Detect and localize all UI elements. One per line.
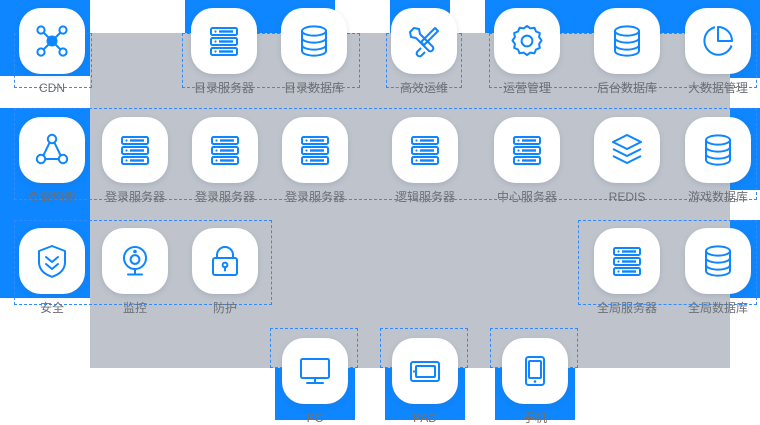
node-label: 全局数据库 bbox=[687, 301, 748, 315]
node-label: PC bbox=[306, 411, 324, 425]
server-rack-icon bbox=[191, 8, 257, 74]
database-cylinder-icon bbox=[594, 8, 660, 74]
node-label: 运营管理 bbox=[502, 81, 551, 95]
load-balancer-icon bbox=[19, 117, 85, 183]
wrench-screwdriver-icon bbox=[391, 8, 457, 74]
group-box-directory bbox=[182, 33, 360, 88]
node-client-mobile[interactable]: 手机 bbox=[498, 338, 572, 425]
node-monitor[interactable]: 监控 bbox=[98, 228, 172, 315]
node-login-server-1[interactable]: 登录服务器 bbox=[98, 117, 172, 204]
database-cylinder-icon bbox=[685, 228, 751, 294]
group-box-global bbox=[578, 220, 757, 305]
node-global-server[interactable]: 全局服务器 bbox=[590, 228, 664, 315]
node-label: 大数据管理 bbox=[687, 81, 748, 95]
node-label: 登录服务器 bbox=[104, 190, 165, 204]
node-load-balance[interactable]: 负载均衡 bbox=[15, 117, 89, 204]
node-dir-server[interactable]: 目录服务器 bbox=[187, 8, 261, 95]
node-security[interactable]: 安全 bbox=[15, 228, 89, 315]
node-label: 逻辑服务器 bbox=[394, 190, 455, 204]
node-redis[interactable]: REDIS bbox=[590, 117, 664, 204]
server-rack-icon bbox=[192, 117, 258, 183]
group-box-logic bbox=[14, 108, 757, 200]
node-label: 目录服务器 bbox=[193, 81, 254, 95]
node-game-database[interactable]: 游戏数据库 bbox=[681, 117, 755, 204]
node-login-server-3[interactable]: 登录服务器 bbox=[278, 117, 352, 204]
desktop-monitor-icon bbox=[282, 338, 348, 404]
node-label: 手机 bbox=[522, 411, 547, 425]
server-rack-icon bbox=[392, 117, 458, 183]
node-label: 后台数据库 bbox=[596, 81, 657, 95]
node-label: 高效运维 bbox=[399, 81, 448, 95]
node-label: 中心服务器 bbox=[496, 190, 557, 204]
server-rack-icon bbox=[494, 117, 560, 183]
server-rack-icon bbox=[594, 228, 660, 294]
server-rack-icon bbox=[282, 117, 348, 183]
node-center-server[interactable]: 中心服务器 bbox=[490, 117, 564, 204]
group-box-security bbox=[14, 220, 272, 305]
node-label: 安全 bbox=[39, 301, 64, 315]
node-client-pad[interactable]: PAD bbox=[388, 338, 462, 425]
lock-icon bbox=[192, 228, 258, 294]
smartphone-icon bbox=[502, 338, 568, 404]
node-dir-database[interactable]: 目录数据库 bbox=[277, 8, 351, 95]
pie-chart-icon bbox=[685, 8, 751, 74]
node-label: 负载均衡 bbox=[27, 190, 76, 204]
backdrop-panel bbox=[90, 33, 730, 368]
node-label: 全局服务器 bbox=[596, 301, 657, 315]
node-ops[interactable]: 高效运维 bbox=[387, 8, 461, 95]
node-label: 防护 bbox=[212, 301, 237, 315]
node-label: CDN bbox=[39, 81, 65, 95]
tablet-landscape-icon bbox=[392, 338, 458, 404]
node-protection[interactable]: 防护 bbox=[188, 228, 262, 315]
shield-icon bbox=[19, 228, 85, 294]
cdn-network-icon bbox=[19, 8, 85, 74]
node-label: 监控 bbox=[122, 301, 147, 315]
node-client-pc[interactable]: PC bbox=[278, 338, 352, 425]
node-ops-manage[interactable]: 运营管理 bbox=[490, 8, 564, 95]
node-label: REDIS bbox=[608, 190, 646, 204]
layers-stack-icon bbox=[594, 117, 660, 183]
node-cdn[interactable]: CDN bbox=[15, 8, 89, 95]
gear-icon bbox=[494, 8, 560, 74]
node-logic-server[interactable]: 逻辑服务器 bbox=[388, 117, 462, 204]
node-label: 登录服务器 bbox=[284, 190, 345, 204]
server-rack-icon bbox=[102, 117, 168, 183]
node-global-database[interactable]: 全局数据库 bbox=[681, 228, 755, 315]
node-backend-db[interactable]: 后台数据库 bbox=[590, 8, 664, 95]
camera-monitor-icon bbox=[102, 228, 168, 294]
database-cylinder-icon bbox=[281, 8, 347, 74]
node-login-server-2[interactable]: 登录服务器 bbox=[188, 117, 262, 204]
node-label: 游戏数据库 bbox=[687, 190, 748, 204]
node-label: 目录数据库 bbox=[283, 81, 344, 95]
node-bigdata[interactable]: 大数据管理 bbox=[681, 8, 755, 95]
database-cylinder-icon bbox=[685, 117, 751, 183]
node-label: 登录服务器 bbox=[194, 190, 255, 204]
node-label: PAD bbox=[413, 411, 437, 425]
